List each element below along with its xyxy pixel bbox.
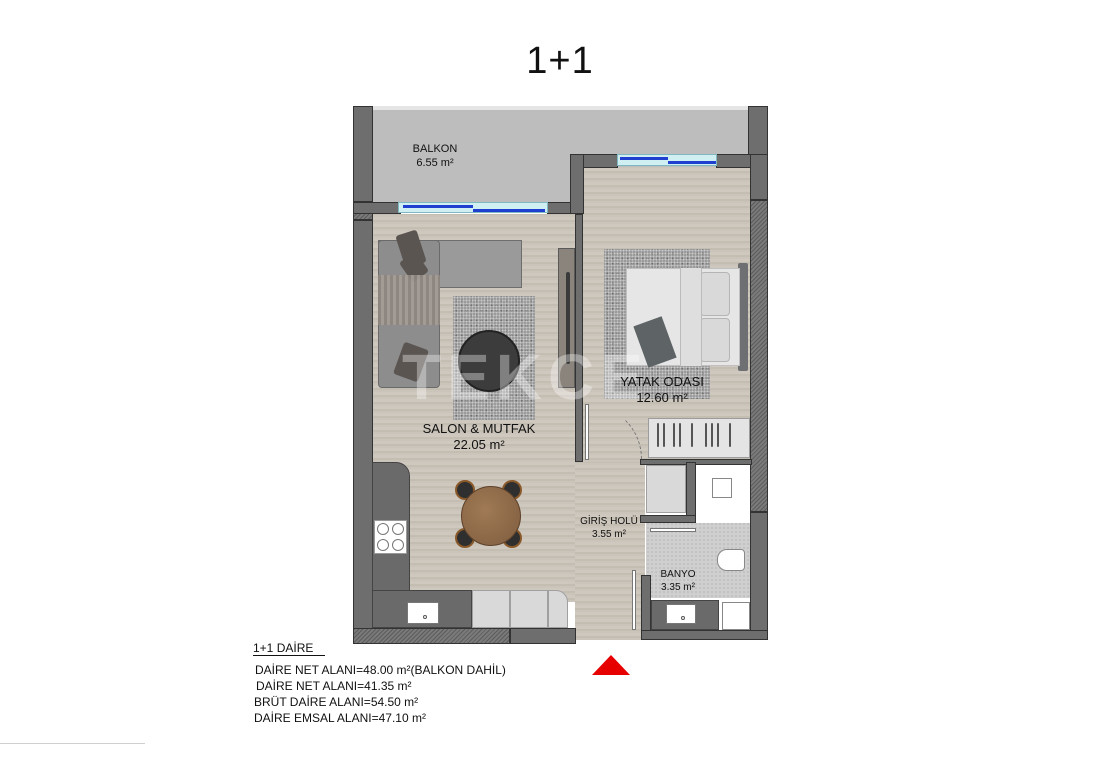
legend-line: DAİRE EMSAL ALANI=47.10 m²	[254, 711, 426, 725]
wall-right-upper	[750, 154, 768, 200]
bed-pillow	[700, 272, 730, 316]
room-area: 12.60 m²	[636, 390, 688, 406]
watermark: TEKCE	[402, 341, 649, 413]
wall-bath-bottom	[641, 630, 768, 640]
wall-bath-top	[640, 515, 696, 523]
room-area: 6.55 m²	[416, 156, 454, 169]
room-area: 3.55 m²	[592, 528, 626, 540]
wall-balcony-front-left	[353, 202, 401, 214]
entry-closet	[646, 465, 686, 513]
room-name: SALON & MUTFAK	[422, 421, 536, 436]
entrance-arrow-icon	[592, 655, 630, 675]
bottom-rule	[0, 743, 145, 744]
wall-right-lower	[750, 512, 768, 640]
window-living-room	[398, 202, 548, 213]
bed-headboard	[738, 263, 748, 371]
tv	[566, 272, 570, 364]
wall-bottom-hatched	[353, 628, 510, 644]
area-legend: 1+1 DAİRE DAİRE NET ALANI=48.00 m²(BALKO…	[253, 641, 506, 726]
bedroom-wardrobe	[648, 418, 750, 458]
kitchen-sink	[407, 602, 439, 624]
bathroom-door	[650, 528, 696, 532]
wall-bottom-right-of-kitchen	[510, 628, 576, 644]
room-area: 22.05 m²	[453, 437, 505, 453]
wall-closet-divider	[686, 462, 696, 522]
balcony-wall-left	[353, 106, 373, 202]
balcony-floor-right	[372, 110, 570, 212]
kitchen-stove	[374, 520, 407, 554]
entrance-door	[632, 570, 636, 630]
room-label-banyo: BANYO 3.35 m²	[648, 569, 708, 594]
room-label-yatak: YATAK ODASI 12.60 m²	[602, 374, 722, 407]
room-label-balkon: BALKON 6.55 m²	[405, 143, 465, 171]
bed-pillow	[700, 318, 730, 362]
wall-bedroom-bottom	[640, 459, 752, 465]
legend-line: DAİRE NET ALANI=48.00 m²(BALKON DAHİL)	[255, 663, 506, 677]
balcony-wall-right	[748, 106, 768, 156]
legend-line: BRÜT DAİRE ALANI=54.50 m²	[254, 695, 419, 709]
wall-middle-step-side	[570, 154, 584, 214]
bath-washing-machine	[722, 602, 750, 630]
plan-title: 1+1	[526, 40, 594, 82]
wall-left	[353, 220, 373, 630]
legend-line: DAİRE NET ALANI=41.35 m²	[256, 679, 412, 693]
wall-right-hatched	[750, 200, 768, 512]
balcony-top-edge	[373, 106, 748, 110]
legend-heading: 1+1 DAİRE	[253, 641, 326, 656]
window-bedroom	[617, 154, 717, 166]
sofa-throw-blanket	[378, 275, 440, 325]
wall-middle-divider	[575, 214, 583, 462]
toilet	[717, 549, 745, 571]
kitchen-appliance	[510, 590, 548, 628]
room-name: YATAK ODASI	[620, 374, 704, 389]
shower-drain	[712, 478, 732, 498]
bedroom-door	[585, 404, 589, 460]
coffee-table	[458, 330, 520, 392]
room-label-giris: GİRİŞ HOLÜ 3.55 m²	[571, 516, 647, 541]
kitchen-appliance	[472, 590, 510, 628]
room-area: 3.35 m²	[661, 581, 695, 593]
dining-table	[461, 486, 521, 546]
room-label-salon: SALON & MUTFAK 22.05 m²	[404, 421, 554, 454]
bath-sink	[666, 604, 696, 624]
room-name: BANYO	[660, 569, 696, 580]
bed-duvet-fold	[680, 268, 702, 366]
room-name: BALKON	[412, 143, 458, 155]
kitchen-appliance-rounded	[548, 590, 568, 628]
room-name: GİRİŞ HOLÜ	[580, 516, 638, 527]
